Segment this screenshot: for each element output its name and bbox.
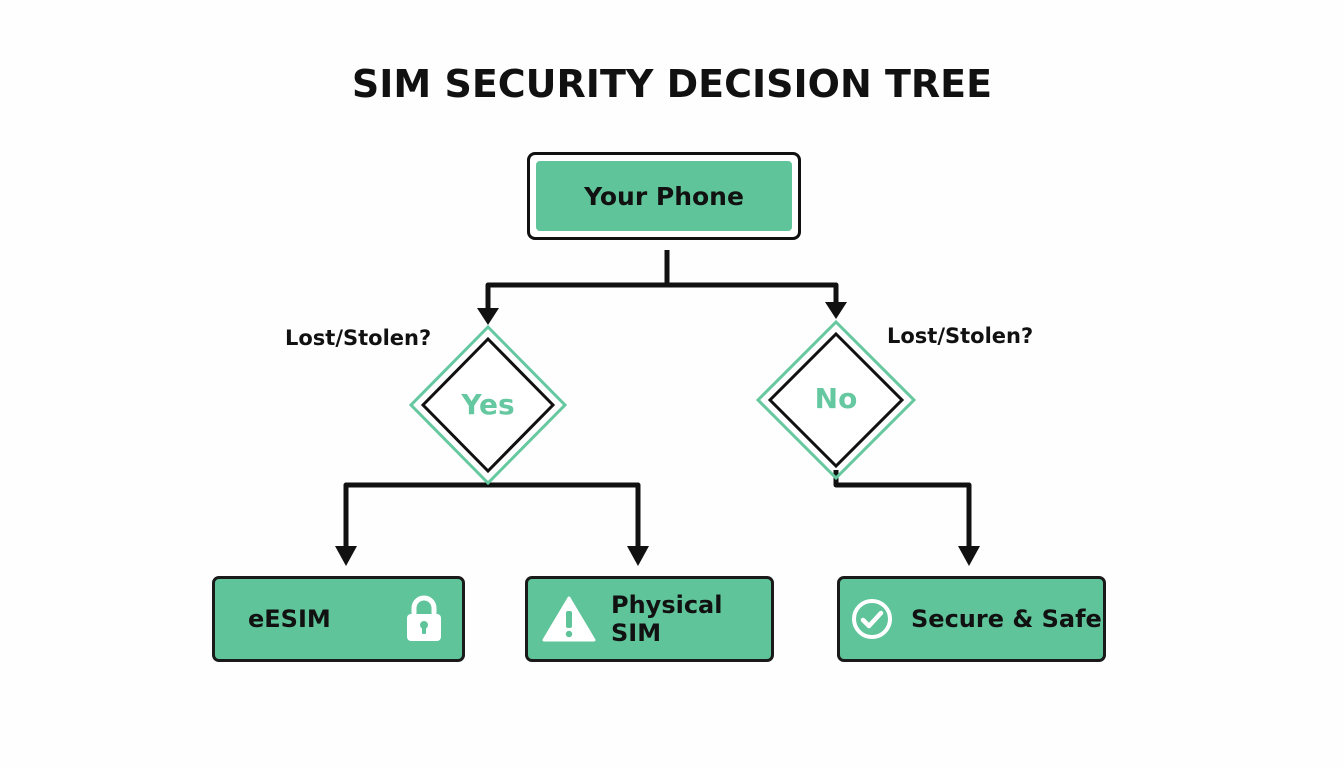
- connector-no-branch: [833, 470, 972, 548]
- arrow-to-physical: [627, 546, 649, 566]
- leaf-label: eESIM: [248, 605, 331, 633]
- diagram-title: SIM SECURITY DECISION TREE: [351, 62, 993, 106]
- leaf-label: Physical SIM: [611, 591, 723, 647]
- leaf-node-secure-safe: Secure & Safe: [837, 576, 1106, 662]
- root-node-label: Your Phone: [536, 161, 792, 231]
- warning-icon: [541, 595, 597, 643]
- decision-diamond-no: [755, 319, 917, 481]
- check-circle-icon: [851, 598, 893, 640]
- decision-answer-no: No: [814, 382, 858, 415]
- arrow-to-secure: [958, 546, 980, 566]
- decision-answer-yes: Yes: [461, 388, 515, 421]
- arrow-to-no: [825, 302, 847, 319]
- connector-root-split: [485, 282, 839, 310]
- root-node: Your Phone: [527, 152, 801, 240]
- decision-question-right: Lost/Stolen?: [887, 324, 1034, 348]
- decision-question-left: Lost/Stolen?: [285, 326, 432, 350]
- connector-yes-split: [343, 482, 641, 548]
- decision-diamond-yes: [408, 324, 568, 486]
- arrow-to-eesim: [335, 546, 357, 566]
- leaf-node-physical-sim: Physical SIM: [525, 576, 774, 662]
- lock-icon: [404, 595, 444, 643]
- arrow-to-yes: [477, 308, 499, 325]
- leaf-label: Secure & Safe: [911, 605, 1102, 633]
- leaf-node-eesim: eESIM: [212, 576, 465, 662]
